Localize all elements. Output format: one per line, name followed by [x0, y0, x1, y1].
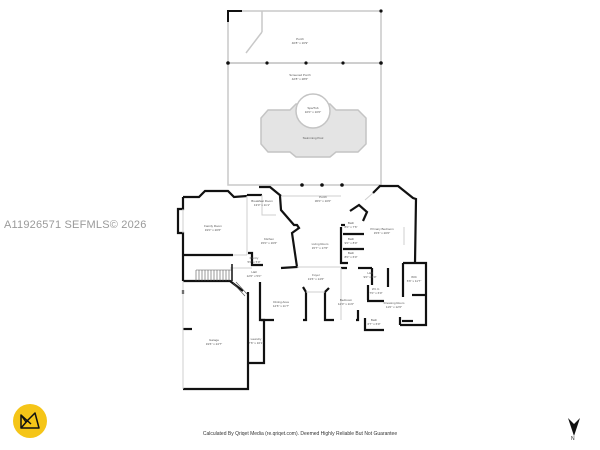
svg-text:Porch: Porch — [319, 195, 327, 199]
svg-text:12'6" x 11'7": 12'6" x 11'7" — [273, 304, 289, 308]
staircase — [195, 264, 248, 297]
svg-text:5'0" x 5'0": 5'0" x 5'0" — [247, 260, 260, 264]
svg-text:6'7" x 6'0": 6'7" x 6'0" — [367, 322, 380, 326]
svg-text:19'6" x 24'7": 19'6" x 24'7" — [206, 342, 222, 346]
svg-text:40'8" x 16'9": 40'8" x 16'9" — [292, 41, 308, 45]
svg-text:9'0" x 6'0": 9'0" x 6'0" — [363, 275, 376, 279]
svg-text:36'0" x 10'0": 36'0" x 10'0" — [315, 199, 331, 203]
svg-text:12'0" x 11'0": 12'0" x 11'0" — [338, 302, 354, 306]
svg-text:7'0" x 6'0": 7'0" x 6'0" — [369, 291, 382, 295]
svg-text:Living Room: Living Room — [312, 242, 329, 246]
svg-text:Porch: Porch — [296, 37, 304, 41]
svg-text:Hall: Hall — [367, 271, 373, 275]
svg-text:Bath: Bath — [348, 221, 355, 225]
room-labels: Porch 40'8" x 16'9" Screened Porch 42'8"… — [204, 37, 421, 346]
svg-text:19'0" x 20'6": 19'0" x 20'6" — [205, 228, 221, 232]
svg-text:15'7" x 17'6": 15'7" x 17'6" — [312, 246, 328, 250]
svg-text:WIC: WIC — [411, 275, 418, 279]
svg-text:Foyer: Foyer — [312, 273, 320, 277]
svg-text:Hall: Hall — [251, 270, 257, 274]
envelope-mountain-logo-icon — [20, 412, 40, 429]
svg-text:10'0" x 10'0": 10'0" x 10'0" — [305, 110, 321, 114]
svg-text:Bath: Bath — [348, 237, 355, 241]
svg-text:11'0" x 12'6": 11'0" x 12'6" — [386, 305, 402, 309]
svg-text:W.I.C.: W.I.C. — [372, 287, 380, 291]
svg-text:Primary Bedroom: Primary Bedroom — [370, 227, 394, 231]
svg-text:Dressing Room: Dressing Room — [384, 301, 405, 305]
svg-text:Swimming Pool: Swimming Pool — [303, 136, 324, 140]
house-walls — [176, 184, 428, 391]
svg-text:Spa/Tub: Spa/Tub — [307, 106, 319, 110]
svg-text:Bath: Bath — [371, 318, 378, 322]
svg-text:13'6" x 14'6": 13'6" x 14'6" — [308, 277, 324, 281]
svg-text:Laundry: Laundry — [251, 337, 262, 341]
brand-logo — [13, 404, 47, 438]
interior-light-walls — [182, 192, 405, 389]
svg-text:Bath: Bath — [348, 251, 355, 255]
svg-text:15'0" x 16'6": 15'0" x 16'6" — [261, 241, 277, 245]
north-arrow-icon — [568, 418, 580, 436]
svg-text:Screened Porch: Screened Porch — [289, 73, 311, 77]
svg-text:6'6" x 11'7": 6'6" x 11'7" — [407, 279, 422, 283]
footer-disclaimer: Calculated By Qriqet Media (re.qriqet.co… — [202, 431, 398, 437]
svg-text:Garage: Garage — [209, 338, 219, 342]
svg-text:7'6" x 16'1": 7'6" x 16'1" — [249, 341, 264, 345]
svg-text:Pantry: Pantry — [250, 256, 259, 260]
svg-text:8'0" x 6'0": 8'0" x 6'0" — [344, 255, 357, 259]
svg-text:15'6" x 20'0": 15'6" x 20'0" — [374, 231, 390, 235]
svg-text:Kitchen: Kitchen — [264, 237, 274, 241]
svg-text:42'8" x 28'6": 42'8" x 28'6" — [292, 77, 308, 81]
svg-text:13'0" x 11'1": 13'0" x 11'1" — [254, 203, 270, 207]
mls-watermark: A11926571 SEFMLS© 2026 — [4, 219, 147, 231]
porch-columns — [226, 9, 383, 187]
svg-text:9'0" x 8'0": 9'0" x 8'0" — [344, 241, 357, 245]
svg-text:Dining Area: Dining Area — [273, 300, 289, 304]
svg-text:Breakfast Room: Breakfast Room — [251, 199, 273, 203]
compass-label: N — [571, 436, 575, 442]
porch-corner-wall — [227, 10, 242, 22]
svg-text:Bedroom: Bedroom — [340, 298, 353, 302]
svg-text:12'0" x 5'0": 12'0" x 5'0" — [247, 274, 262, 278]
svg-text:8'0" x 7'6": 8'0" x 7'6" — [344, 225, 357, 229]
svg-text:Family Room: Family Room — [204, 224, 222, 228]
swimming-pool — [260, 93, 367, 158]
